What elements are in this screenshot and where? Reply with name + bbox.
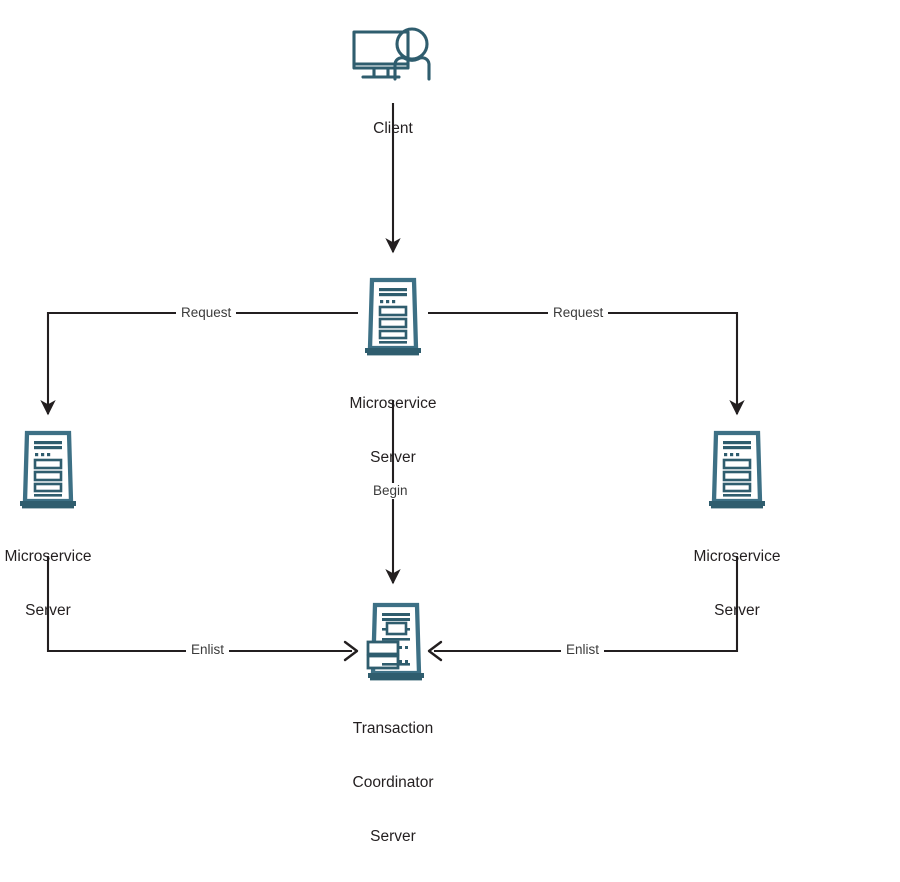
edge-label-request-left: Request bbox=[176, 305, 237, 321]
node-label-left-line-1: Microservice bbox=[4, 548, 92, 565]
node-label-microservice-server-right: Microservice Server bbox=[657, 512, 817, 656]
node-label-client: Client bbox=[323, 84, 463, 174]
edge-label-enlist-right-text: Enlist bbox=[566, 642, 600, 657]
edge-label-request-right-text: Request bbox=[553, 305, 604, 320]
edge-right-to-coordinator-enlist bbox=[434, 556, 739, 653]
transaction-coordinator-server-icon bbox=[366, 602, 424, 681]
server-rack-icon-right bbox=[709, 430, 765, 509]
edge-center-to-right-request bbox=[428, 311, 745, 416]
node-label-coordinator-line-2: Coordinator bbox=[352, 774, 434, 791]
node-label-coordinator-line-1: Transaction bbox=[352, 720, 434, 737]
node-label-microservice-server-center: Microservice Server bbox=[313, 359, 473, 503]
edge-center-to-left-request bbox=[40, 311, 358, 416]
edge-label-request-right: Request bbox=[548, 305, 609, 321]
node-label-right-line-2: Server bbox=[714, 602, 760, 619]
edge-label-begin: Begin bbox=[368, 483, 413, 499]
node-label-center-line-2: Server bbox=[370, 449, 416, 466]
node-label-coordinator-line-3: Server bbox=[370, 828, 416, 845]
server-rack-icon-left bbox=[20, 430, 76, 509]
node-label-center-line-1: Microservice bbox=[349, 395, 437, 412]
arrowhead-open-right-enlist bbox=[427, 640, 443, 662]
edge-label-request-left-text: Request bbox=[181, 305, 232, 320]
architecture-diagram: Client Microservice Server Microservice … bbox=[0, 27, 817, 845]
edge-label-enlist-right: Enlist bbox=[561, 642, 605, 658]
client-monitor-user-icon bbox=[352, 27, 431, 81]
edge-label-begin-text: Begin bbox=[373, 483, 408, 498]
arrowhead-open-left-enlist bbox=[343, 640, 359, 662]
edge-lines bbox=[40, 103, 745, 662]
node-label-client-line-1: Client bbox=[373, 120, 413, 137]
diagram-canvas bbox=[20, 27, 765, 681]
edge-label-enlist-left: Enlist bbox=[186, 642, 230, 658]
edge-label-enlist-left-text: Enlist bbox=[191, 642, 225, 657]
server-rack-icon-center bbox=[365, 277, 421, 356]
node-label-transaction-coordinator-server: Transaction Coordinator Server bbox=[313, 684, 473, 882]
node-label-right-line-1: Microservice bbox=[693, 548, 781, 565]
node-label-microservice-server-left: Microservice Server bbox=[0, 512, 128, 656]
node-label-left-line-2: Server bbox=[25, 602, 71, 619]
edge-left-to-coordinator-enlist bbox=[46, 556, 352, 653]
